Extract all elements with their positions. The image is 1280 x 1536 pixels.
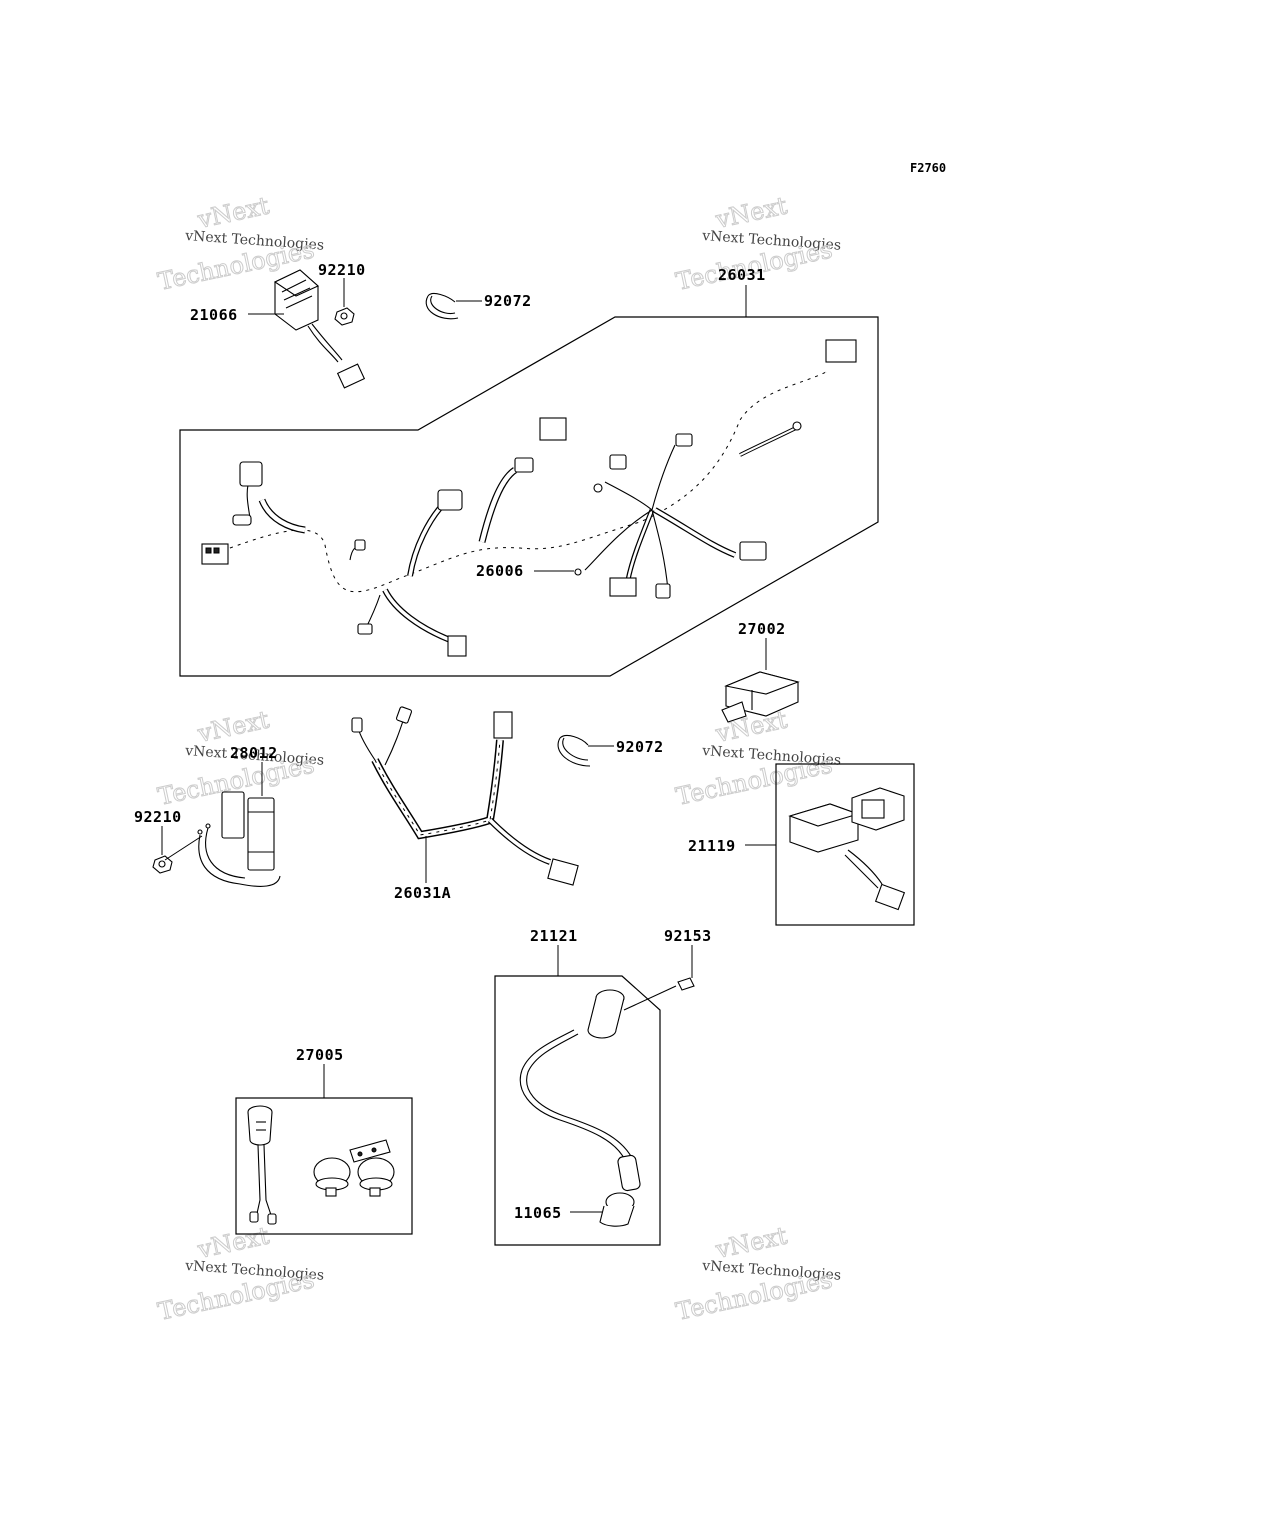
part-21121-ignition-coil [519,985,677,1192]
label-27002: 27002 [738,620,786,638]
part-27005-switch [247,1105,395,1225]
part-27002-connector [721,671,800,723]
label-92153: 92153 [664,927,712,945]
frame-21121 [494,975,661,1246]
label-26006: 26006 [476,562,524,580]
part-92210-nut-top [334,307,355,326]
label-26031: 26031 [718,266,766,284]
figure-code: F2760 [910,161,946,175]
label-92210-top: 92210 [318,261,366,279]
svg-text:vNext: vNext [194,705,272,748]
part-26031a-sub-harness [351,706,579,886]
label-27005: 27005 [296,1046,344,1064]
label-92072-top: 92072 [484,292,532,310]
label-21066: 21066 [190,306,238,324]
watermark-bottom-right: vNext vNext Technologies Technologies [673,1221,842,1326]
part-92210-nut-mid [152,855,173,874]
part-92072-band-top [425,293,459,320]
watermark-bottom-left: vNext vNext Technologies Technologies [155,1221,325,1326]
leader-92210-mid-2 [164,835,203,861]
part-28012-relay [197,791,281,887]
label-92210-mid: 92210 [134,808,182,826]
part-21119-igniter [788,787,906,911]
label-28012: 28012 [230,744,278,762]
frame-26031 [179,316,879,677]
part-21066-regulator [273,269,366,389]
label-92072-mid: 92072 [616,738,664,756]
watermark-mid-right: vNext vNext Technologies Technologies [673,705,842,811]
part-92072-band-mid [557,735,591,767]
label-21121: 21121 [530,927,578,945]
label-26031a: 26031A [394,884,451,902]
part-26031-main-harness [201,339,857,657]
svg-text:vNext: vNext [712,1221,790,1264]
label-21119: 21119 [688,837,736,855]
label-11065: 11065 [514,1204,562,1222]
svg-text:vNext: vNext [194,191,272,234]
part-92153-bolt [677,977,695,991]
svg-text:vNext: vNext [712,191,790,234]
svg-text:vNext: vNext [194,1221,272,1264]
part-11065-cap [599,1192,635,1227]
